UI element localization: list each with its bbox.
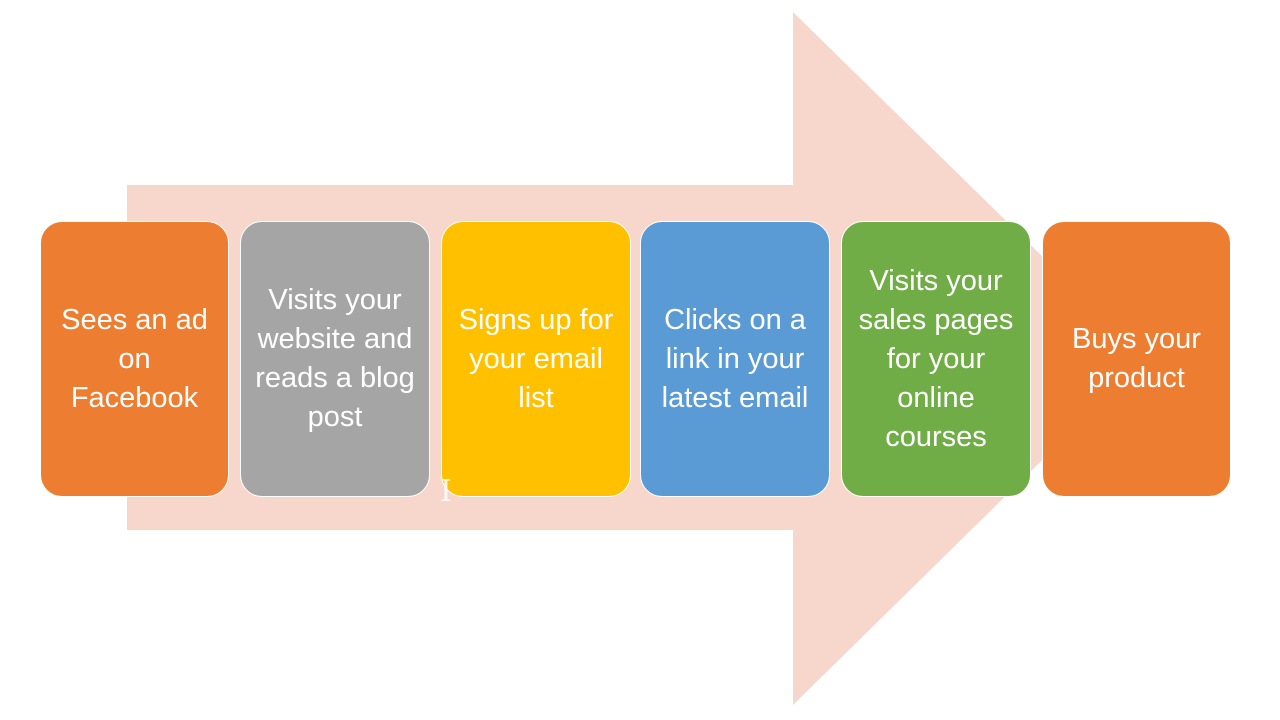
text-cursor-icon: I [440, 474, 452, 509]
step-3-box: Signs up for your email list [441, 221, 631, 497]
step-5-label: Visits your sales pages for your online … [858, 264, 1014, 453]
step-4-label: Clicks on a link in your latest email [661, 303, 809, 414]
step-6-label: Buys your product [1072, 323, 1201, 394]
step-2-label: Visits your website and reads a blog pos… [255, 284, 415, 433]
step-1-label: Sees an ad on Facebook [61, 303, 208, 414]
step-3-label: Signs up for your email list [458, 303, 614, 414]
step-2-box: Visits your website and reads a blog pos… [240, 221, 430, 497]
step-5-box: Visits your sales pages for your online … [841, 221, 1031, 497]
step-1-box: Sees an ad on Facebook [40, 221, 229, 497]
arrow-shape [127, 12, 1146, 705]
step-6-box: Buys your product [1042, 221, 1231, 497]
step-4-box: Clicks on a link in your latest email [640, 221, 830, 497]
